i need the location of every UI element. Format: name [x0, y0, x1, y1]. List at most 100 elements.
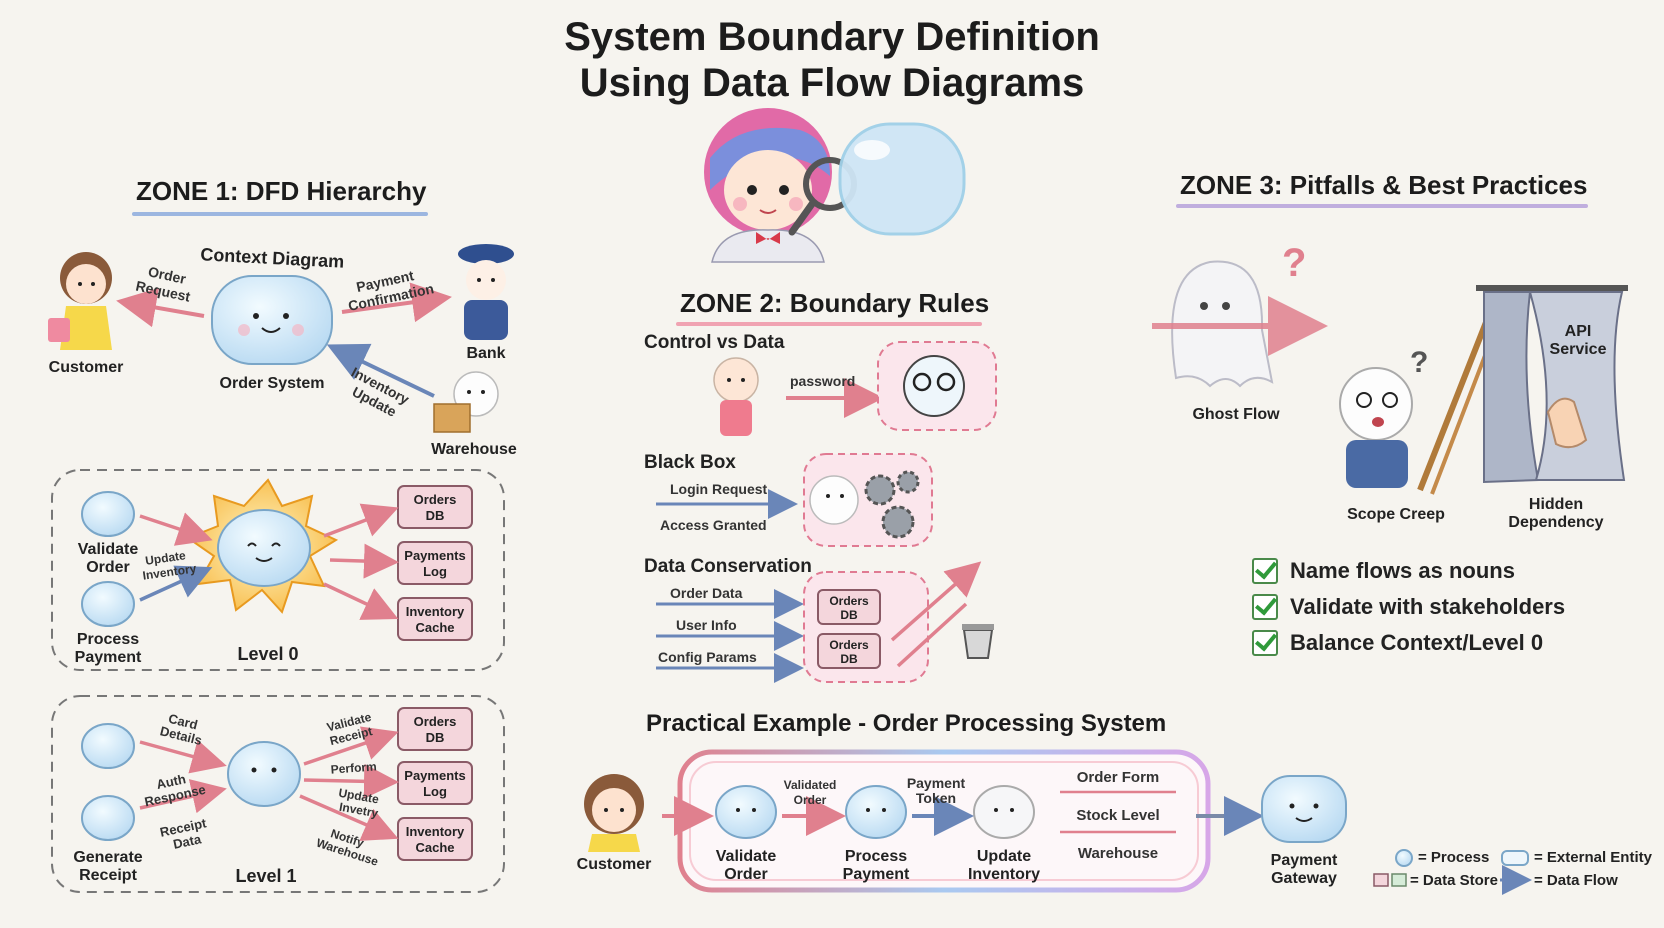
- login-request-label: Login Request: [670, 481, 768, 497]
- zone2-underline: [676, 322, 982, 326]
- face-mouth: [1372, 417, 1384, 427]
- example-update-label: Update Inventory: [962, 848, 1046, 884]
- card-label-1: Card: [167, 711, 199, 733]
- page-title: System Boundary Definition Using Data Fl…: [564, 15, 1100, 105]
- face-eye: [271, 767, 277, 773]
- conservation-store-2: [817, 633, 881, 669]
- context-diagram: Context Diagram Order System Customer: [48, 244, 517, 458]
- face-eye: [882, 808, 886, 812]
- example-customer-label: Customer: [576, 856, 652, 873]
- scope-creep-character: [1339, 367, 1413, 441]
- scope-creep-vest: [1346, 440, 1408, 488]
- payment-gateway-entity: [1261, 775, 1347, 843]
- payment-token-flow-label: Payment Token: [904, 776, 968, 806]
- zone3-title: ZONE 3: Pitfalls & Best Practices: [1180, 170, 1588, 200]
- face-eye: [251, 767, 257, 773]
- police-cap-icon: [458, 244, 514, 264]
- face-eye: [1222, 302, 1230, 310]
- store-label: Payments: [404, 768, 465, 783]
- label-line: Payment: [906, 775, 966, 791]
- best-practices-checklist: Name flows as nouns Validate with stakeh…: [1252, 558, 1565, 656]
- data-conservation-heading: Data Conservation: [644, 556, 812, 577]
- order-system-process: [211, 275, 333, 365]
- checklist-item: Name flows as nouns: [1252, 558, 1565, 584]
- blob-eye: [253, 313, 259, 319]
- face-eye: [467, 390, 471, 394]
- inventory-update-arrow: [326, 343, 435, 398]
- face-eye: [1382, 392, 1398, 408]
- example-validate-process: [715, 785, 777, 839]
- legend-process-icon: [1395, 849, 1413, 867]
- bank-entity: [458, 244, 514, 340]
- curtain-right: [1528, 291, 1626, 481]
- ghost-flow-label: Ghost Flow: [1192, 406, 1280, 423]
- store-label: Log: [423, 784, 447, 799]
- checkmark-icon: [1252, 558, 1278, 584]
- black-box-character: [809, 475, 859, 525]
- warehouse-entity: [433, 371, 499, 433]
- to-payments-arrow: [303, 763, 399, 799]
- hidden-dependency-label: Hidden Dependency: [1496, 496, 1616, 532]
- center-to-orders-arrow: [323, 503, 399, 538]
- rope-icon: [1417, 300, 1497, 492]
- face-eye: [91, 282, 95, 286]
- face-eye: [1200, 302, 1208, 310]
- glasses-icon: [912, 372, 932, 392]
- generate-label-1: Generate: [73, 849, 142, 866]
- zone1-title: ZONE 1: DFD Hierarchy: [136, 176, 427, 206]
- zone2-rules: Orders DB Orders DB: [656, 341, 997, 683]
- label-line: Validate: [715, 848, 777, 865]
- checklist-text: Name flows as nouns: [1290, 558, 1515, 583]
- face-eye: [994, 808, 998, 812]
- octopus-icon: [903, 355, 965, 417]
- label-line: Gateway: [1271, 870, 1337, 887]
- blob-smile: [255, 557, 273, 562]
- payment-gateway-label: Payment Gateway: [1258, 852, 1350, 888]
- face-eye: [1356, 392, 1372, 408]
- customer-entity: [48, 252, 112, 350]
- store-label: Orders: [414, 714, 457, 729]
- level1-diagram: Generate Receipt Level 1 Card Details Au…: [51, 695, 505, 893]
- conservation-store-1: [817, 589, 881, 625]
- zone3-underline: [1176, 204, 1588, 208]
- mascot-face: [724, 150, 812, 230]
- face-eye: [247, 542, 257, 547]
- store-label: Log: [423, 564, 447, 579]
- label-line: Payment: [842, 866, 910, 883]
- label-line: Order: [793, 793, 827, 807]
- gear-icon: [881, 505, 915, 539]
- order-request-arrow: [116, 287, 205, 328]
- face-eye: [477, 278, 481, 282]
- checkmark-icon: [1252, 594, 1278, 620]
- face-eye: [604, 808, 608, 812]
- payment-confirmation-arrow: [341, 282, 452, 323]
- gear-icon: [864, 474, 896, 506]
- bank-uniform: [464, 300, 508, 340]
- blob-smile: [1295, 817, 1313, 822]
- customer-face: [66, 264, 106, 304]
- blob-eye: [283, 313, 289, 319]
- hidden-dependency-line-1: Hidden: [1528, 496, 1584, 513]
- level1-process-top: [81, 723, 135, 769]
- face-eye: [747, 185, 757, 195]
- order-form-label: Order Form: [1076, 769, 1160, 786]
- auth-label-1: Auth: [155, 771, 187, 792]
- customer-shirt: [588, 834, 640, 852]
- legend-entity-label: = External Entity: [1534, 849, 1652, 866]
- hand-icon: [1546, 397, 1588, 449]
- to-inventory-arrow: [299, 794, 399, 841]
- label-line: Process: [844, 848, 908, 865]
- validate-to-center-arrow: [139, 512, 213, 546]
- mascot-cheek: [789, 197, 803, 211]
- face-eye: [736, 808, 740, 812]
- zone2-title: ZONE 2: Boundary Rules: [680, 288, 990, 318]
- face-eye: [752, 808, 756, 812]
- zone3-pitfalls: ? ? API Service: [1152, 241, 1628, 495]
- label-line: Validated: [783, 778, 837, 792]
- password-label: password: [790, 373, 856, 389]
- bank-label: Bank: [466, 345, 505, 362]
- customer-dress: [60, 306, 112, 350]
- process-payment-process: [81, 581, 135, 627]
- control-character-body: [720, 400, 752, 436]
- store-label: DB: [840, 652, 858, 666]
